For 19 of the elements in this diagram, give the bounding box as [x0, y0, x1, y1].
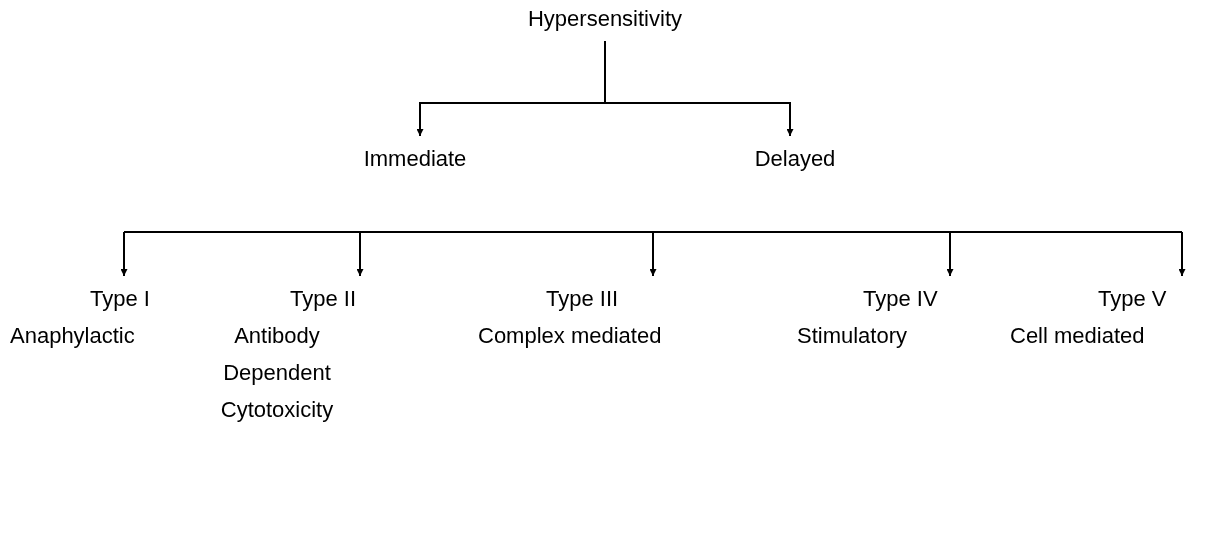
arrow	[604, 40, 794, 137]
type-heading: Type IV	[863, 285, 938, 313]
category-label: Immediate	[362, 145, 468, 173]
type-description: Antibody Dependent Cytotoxicity	[219, 322, 335, 424]
arrow	[120, 231, 128, 277]
type-description: Complex mediated	[478, 322, 662, 350]
arrow	[1178, 231, 1186, 277]
type-description: Cell mediated	[1010, 322, 1145, 350]
category-label: Delayed	[753, 145, 837, 173]
arrow	[356, 231, 364, 277]
category-label: Hypersensitivity	[526, 5, 683, 33]
type-heading: Type I	[90, 285, 150, 313]
type-heading: Type II	[290, 285, 357, 313]
type-heading: Type III	[546, 285, 619, 313]
type-description: Anaphylactic	[10, 322, 135, 350]
arrow	[946, 231, 954, 277]
type-description: Stimulatory	[797, 322, 908, 350]
arrow	[649, 231, 657, 277]
type-heading: Type V	[1098, 285, 1167, 313]
